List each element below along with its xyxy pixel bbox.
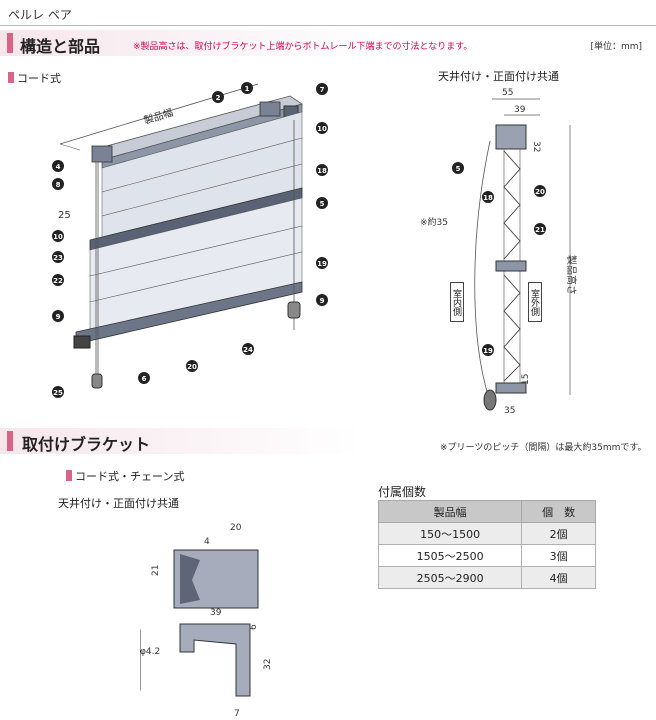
dim-39: 39	[210, 608, 222, 618]
pitch-label: ※約35	[420, 216, 448, 228]
blind-structure-diagram: 製品幅 25	[58, 83, 303, 389]
bullet-square	[8, 72, 14, 83]
subheading-text: コード式・チェーン式	[75, 470, 185, 483]
mount-label-bracket: 天井付け・正面付け共通	[58, 497, 179, 510]
dim-21a: 21	[151, 565, 161, 576]
table-row: 150～1500 2個	[377, 522, 596, 545]
callout-5b: 5	[456, 165, 461, 173]
dim-7: 7	[234, 709, 240, 719]
table-row: 2505～2900 4個	[377, 566, 596, 589]
mount-label-side: 天井付け・正面付け共通	[438, 70, 559, 83]
top-bar: ペルレ ペア	[0, 0, 656, 26]
callout-2: 2	[216, 94, 221, 102]
indoor-side-label: 室内側	[450, 282, 464, 322]
callout-8: 8	[56, 181, 61, 189]
column-header-count: 個 数	[521, 500, 596, 523]
cell-count: 4個	[521, 566, 596, 589]
accessories-table: 製品幅 個 数 150～1500 2個 1505～2500 3個 2505～29…	[377, 500, 596, 589]
cell-width: 2505～2900	[377, 566, 523, 589]
height-note: ※製品高さは、取付けブラケット上端からボトムレール下端までの寸法となります。	[133, 42, 473, 52]
dim-15: 15	[521, 374, 531, 385]
callout-layer: 1 2 4 6 7 8 9 9 10 10 18 19 20 22 23 24 …	[52, 82, 546, 398]
subheading-cord-chain: コード式・チェーン式	[66, 468, 184, 484]
callout-10b: 10	[317, 125, 327, 133]
cell-count: 3個	[521, 544, 596, 567]
callout-22: 22	[53, 277, 63, 285]
section-accent-bar	[7, 33, 13, 53]
unit-label: [単位：mm]	[590, 42, 642, 52]
callout-19b: 19	[483, 347, 493, 355]
side-view-diagram: 55 39 32 ※約35 15 35 製品高さ	[420, 88, 578, 416]
callout-4: 4	[56, 163, 61, 171]
section-title: 取付けブラケット	[22, 435, 151, 454]
divider	[0, 25, 656, 26]
dim-32: 32	[263, 659, 273, 670]
callout-6: 6	[142, 375, 147, 383]
callout-18b: 18	[483, 194, 493, 202]
section-header-bracket: 取付けブラケット	[0, 428, 656, 454]
breadcrumb: ペルレ ペア	[8, 8, 72, 22]
subheading-cord: コード式	[8, 70, 61, 86]
dim-4: 4	[204, 537, 210, 547]
dim-32: 32	[531, 141, 541, 152]
table-row: 1505～2500 3個	[377, 544, 596, 567]
dim-39: 39	[514, 105, 526, 115]
column-header-width: 製品幅	[377, 500, 523, 523]
dim-35: 35	[504, 406, 515, 416]
dim-6: 6	[249, 624, 259, 630]
callout-1: 1	[245, 85, 250, 93]
cell-count: 2個	[521, 522, 596, 545]
callout-20: 20	[187, 363, 197, 371]
dim-55: 55	[502, 88, 513, 98]
accessories-title: 付属個数	[378, 485, 427, 499]
callout-9b: 9	[320, 297, 325, 305]
callout-21: 21	[535, 226, 545, 234]
callout-10a: 10	[53, 233, 63, 241]
callout-5a: 5	[320, 200, 325, 208]
callout-25: 25	[53, 389, 63, 397]
callout-24: 24	[243, 346, 253, 354]
bullet-square	[66, 470, 72, 481]
dim-42: φ4.2	[140, 647, 160, 657]
section-accent-bar	[7, 431, 13, 451]
cell-width: 150～1500	[377, 522, 523, 545]
section-header-structure: 構造と部品 ※製品高さは、取付けブラケット上端からボトムレール下端までの寸法とな…	[0, 30, 656, 56]
callout-20b: 20	[535, 188, 545, 196]
dim-25: 25	[58, 210, 71, 221]
callout-19: 19	[317, 260, 327, 268]
table-header-row: 製品幅 個 数	[377, 500, 596, 523]
cell-width: 1505～2500	[377, 544, 523, 567]
subheading-text: コード式	[17, 72, 61, 85]
callout-23: 23	[53, 254, 63, 262]
bracket-drawings: 20 4 21 21 16 φ4.2 39 6 32 7	[140, 523, 273, 719]
section-title: 構造と部品	[20, 37, 101, 56]
callout-18: 18	[317, 167, 327, 175]
callout-9a: 9	[56, 313, 61, 321]
callout-7: 7	[320, 86, 325, 94]
height-label: 製品高さ	[565, 255, 578, 295]
pitch-note: ※プリーツのピッチ（間隔）は最大約35mmです。	[440, 443, 647, 453]
dim-20: 20	[230, 523, 242, 533]
outdoor-side-label: 室外側	[528, 282, 542, 322]
